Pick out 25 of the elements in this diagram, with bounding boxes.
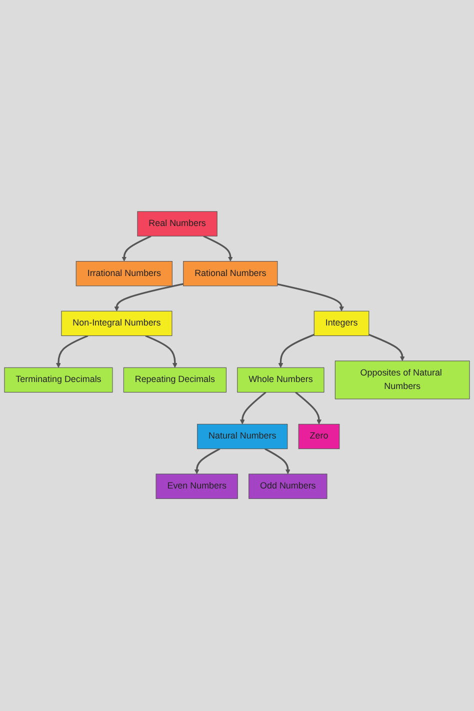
node-box: Opposites of Natural Numbers [334,361,470,400]
node-box: Integers [314,311,370,336]
arrow [278,334,314,368]
arrow [145,335,178,368]
node-box: Odd Numbers [248,474,328,500]
arrow [122,236,152,262]
node-box: Repeating Decimals [123,368,226,393]
node-box: Whole Numbers [237,368,324,393]
node-box: Rational Numbers [183,261,278,287]
arrow [264,448,290,475]
arrow [277,284,344,312]
arrow [194,448,220,475]
arrow [295,392,322,425]
arrow [368,334,405,362]
node-box: Terminating Decimals [4,368,113,393]
arrow [203,236,233,262]
arrow [56,335,88,368]
arrow [240,392,266,425]
node-box: Irrational Numbers [76,261,172,287]
node-box: Non-Integral Numbers [61,311,172,336]
node-box: Even Numbers [156,474,238,500]
arrow [114,284,184,312]
node-box: Zero [298,424,340,450]
node-box: Natural Numbers [197,424,288,450]
node-box: Real Numbers [137,212,218,237]
